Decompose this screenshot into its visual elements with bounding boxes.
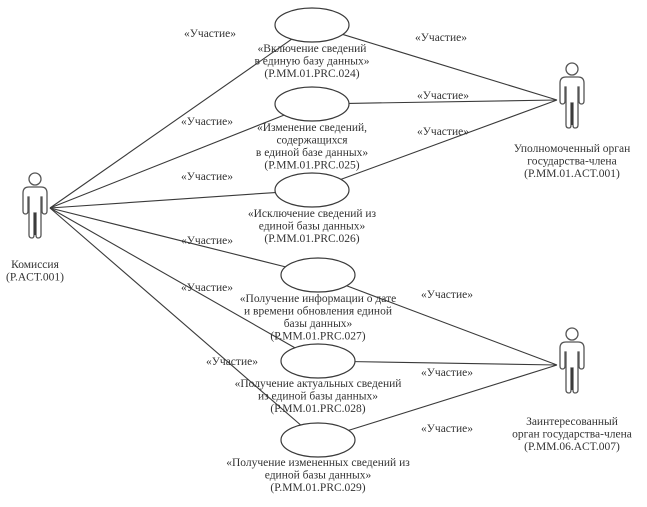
use-case-label: содержащихся	[276, 135, 348, 147]
actor-body	[559, 341, 585, 394]
actor-label: орган государства-члена	[512, 429, 632, 441]
use-case-label: (P.MM.01.PRC.024)	[264, 68, 359, 80]
use-case-label: в единую базу данных»	[254, 56, 369, 68]
use-case-label: (P.MM.01.PRC.029)	[270, 482, 365, 494]
use-case-label: единой базы данных»	[259, 221, 366, 233]
actor-body	[22, 186, 48, 239]
actor-label: (P.ACT.001)	[6, 272, 64, 284]
association-label: «Участие»	[421, 367, 473, 379]
association-label: «Участие»	[181, 282, 233, 294]
association-line	[49, 207, 302, 426]
association-line	[348, 99, 558, 104]
association-line	[49, 207, 286, 268]
use-case-ellipse[interactable]	[274, 172, 350, 208]
actor-commission[interactable]: Комиссия(P.ACT.001)	[6, 172, 64, 284]
actor-icon	[565, 62, 579, 76]
use-case-label: «Получение актуальных сведений	[235, 378, 402, 390]
association-label: «Участие»	[417, 90, 469, 102]
association-label: «Участие»	[421, 289, 473, 301]
association-label: «Участие»	[181, 171, 233, 183]
use-case-label: «Изменение сведений,	[257, 122, 367, 134]
association-line	[354, 361, 558, 366]
association-line	[346, 285, 558, 366]
actor-icon	[28, 172, 42, 186]
actor-label: государства-члена	[527, 156, 616, 168]
use-case-ellipse[interactable]	[280, 343, 356, 379]
use-case-label: «Получение измененных сведений из	[226, 457, 410, 469]
use-case-label: единой базы данных»	[265, 470, 372, 482]
association-line	[340, 99, 558, 180]
use-case-ellipse[interactable]	[274, 86, 350, 122]
association-label: «Участие»	[184, 28, 236, 40]
use-case-label: в единой базе данных»	[256, 147, 368, 159]
use-case-label: (P.MM.01.PRC.028)	[270, 403, 365, 415]
association-line	[49, 38, 292, 209]
actor-body	[559, 76, 585, 129]
association-label: «Участие»	[206, 356, 258, 368]
use-case-label: (P.MM.01.PRC.026)	[264, 233, 359, 245]
actor-label: (P.MM.06.ACT.007)	[524, 441, 620, 453]
actor-label: Уполномоченный орган	[514, 143, 630, 155]
use-case-uc029[interactable]: «Получение измененных сведений изединой …	[226, 422, 410, 494]
association-line	[49, 191, 276, 209]
association-label: «Участие»	[421, 423, 473, 435]
association-label: «Участие»	[417, 126, 469, 138]
association-label: «Участие»	[181, 116, 233, 128]
use-case-label: базы данных»	[284, 318, 353, 330]
actor-label: Комиссия	[11, 259, 59, 271]
association-label: «Участие»	[181, 235, 233, 247]
association-line	[49, 207, 296, 349]
association-line	[348, 364, 558, 431]
use-case-label: из единой базы данных»	[258, 391, 378, 403]
actor-label: (P.MM.01.ACT.001)	[524, 168, 620, 180]
use-case-ellipse[interactable]	[280, 422, 356, 458]
use-case-label: и времени обновления единой	[244, 306, 392, 318]
actor-icon	[565, 327, 579, 341]
actor-authorized[interactable]: Уполномоченный органгосударства-члена(P.…	[514, 62, 630, 180]
use-case-label: «Исключение сведений из	[248, 208, 377, 220]
actor-label: Заинтересованный	[526, 416, 618, 428]
use-case-ellipse[interactable]	[280, 257, 356, 293]
association-line	[342, 33, 558, 101]
use-case-label: «Получение информации о дате	[240, 293, 396, 305]
association-line	[49, 114, 285, 209]
use-case-label: (P.MM.01.PRC.025)	[264, 160, 359, 172]
use-case-ellipse[interactable]	[274, 7, 350, 43]
association-label: «Участие»	[415, 32, 467, 44]
use-case-label: «Включение сведений	[258, 43, 367, 55]
use-case-label: (P.MM.01.PRC.027)	[270, 331, 365, 343]
